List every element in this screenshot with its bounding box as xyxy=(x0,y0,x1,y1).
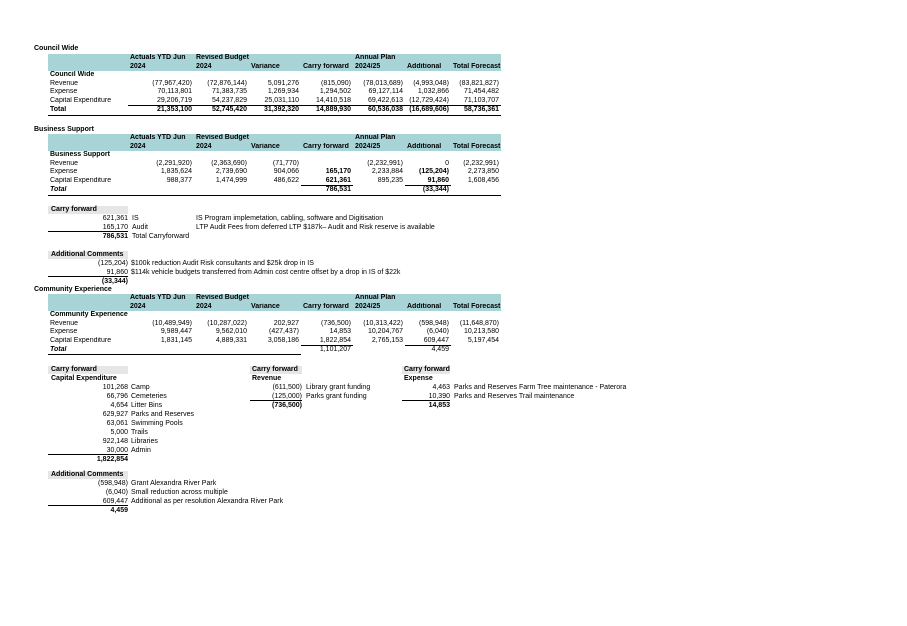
bs-cf-total-amount: 786,531 xyxy=(102,233,128,240)
header-annual-plan: Annual Plan xyxy=(353,54,405,63)
ce-rev-name: Library grant funding xyxy=(306,384,371,391)
ce-exp-name: Parks and Reserves Farm Tree maintenance… xyxy=(454,384,627,391)
business-support-title: Business Support xyxy=(34,126,94,133)
bs-comment-amount: (125,204) xyxy=(98,260,128,267)
header-revised-year: 2024 xyxy=(194,62,249,71)
table-row: Expense 70,113,801 71,383,735 1,269,934 … xyxy=(50,88,499,95)
ce-capex-amount: 66,796 xyxy=(106,393,128,400)
ce-capex-amount: 30,000 xyxy=(106,447,128,454)
ce-capex-name: Parks and Reserves xyxy=(131,411,195,418)
header-variance: Variance xyxy=(249,62,301,71)
ce-exp-amount: 10,390 xyxy=(428,393,450,400)
community-table: Actuals YTD Jun Revised Budget Annual Pl… xyxy=(48,294,501,355)
bs-comments-title: Additional Comments xyxy=(51,251,124,258)
header-row-1: Actuals YTD Jun Revised Budget Annual Pl… xyxy=(48,294,501,303)
ce-exp-amount: 4,463 xyxy=(432,384,450,391)
ce-cf-exp-title: Carry forward xyxy=(404,366,450,373)
table-row: Expense 9,989,447 9,562,010 (427,437) 14… xyxy=(50,328,499,335)
header-revised: Revised Budget xyxy=(194,54,249,63)
table-row: Revenue (10,489,949) (10,287,022) 202,92… xyxy=(50,319,499,327)
ce-rev-amount: (125,000) xyxy=(272,393,302,400)
council-wide-table: Actuals YTD Jun Revised Budget Annual Pl… xyxy=(48,54,501,116)
ce-capex-name: Cemeteries xyxy=(131,393,167,400)
ce-cf-rev-subtitle: Revenue xyxy=(252,375,282,382)
ce-cf-capex-title: Capital Expenditure xyxy=(51,375,117,382)
bs-cf-amount: 621,361 xyxy=(102,215,128,222)
header-annual-plan-year: 2024/25 xyxy=(353,62,405,71)
community-title: Community Experience xyxy=(34,286,112,293)
business-support-table: Actuals YTD Jun Revised Budget Annual Pl… xyxy=(48,134,501,196)
bs-cf-name: IS xyxy=(132,215,139,222)
total-row: Total 786,531 (33,344) xyxy=(48,185,501,196)
ce-capex-amount: 5,000 xyxy=(110,429,128,436)
header-row-1: Actuals YTD Jun Revised Budget Annual Pl… xyxy=(48,54,501,63)
ce-exp-total: 14,853 xyxy=(428,402,450,409)
ce-capex-total: 1,822,854 xyxy=(96,456,128,463)
header-row-2: 2024 2024 Variance Carry forward 2024/25… xyxy=(48,142,501,151)
ce-comment-amount: (6,040) xyxy=(105,489,128,496)
table-row: Capital Expenditure 988,377 1,474,999 48… xyxy=(50,176,499,184)
ce-cf-rev-title: Carry forward xyxy=(252,366,298,373)
bs-comments-total: (33,344) xyxy=(101,278,128,285)
ce-capex-amount: 63,061 xyxy=(106,420,128,427)
bs-cf-desc: IS Program implemetation, cabling, softw… xyxy=(196,215,384,222)
ce-capex-amount: 101,268 xyxy=(102,384,128,391)
total-row: Total 1,101,207 4,459 xyxy=(48,345,451,355)
bs-cf-desc: LTP Audit Fees from deferred LTP $187k– … xyxy=(196,224,435,231)
council-wide-title: Council Wide xyxy=(34,45,79,52)
ce-capex-amount: 629,927 xyxy=(102,411,128,418)
ce-cf-title: Carry forward xyxy=(51,366,97,373)
bs-cf-name: Audit xyxy=(132,224,148,231)
ce-capex-name: Libraries xyxy=(131,438,158,445)
ce-comment-text: Additional as per resolution Alexandra R… xyxy=(131,498,284,505)
table-row: Revenue (77,967,420) (72,876,144) 5,091,… xyxy=(50,79,499,87)
ce-comment-text: Small reduction across multiple xyxy=(131,489,228,496)
ce-comments-title: Additional Comments xyxy=(51,471,124,478)
bs-cf-amount: 165,170 xyxy=(102,224,128,231)
header-carry-forward: Carry forward xyxy=(301,62,353,71)
table-row: Capital Expenditure 1,831,145 4,889,331 … xyxy=(50,336,499,344)
header-total-forecast: Total Forecast xyxy=(451,62,501,71)
header-row-2: 2024 2024 Variance Carry forward 2024/25… xyxy=(48,302,501,311)
header-row-2: 2024 2024 Variance Carry forward 2024/25… xyxy=(48,62,501,71)
bs-cf-total-label: Total Carryforward xyxy=(132,233,190,240)
bs-comment-amount: 91,860 xyxy=(106,269,128,276)
ce-exp-name: Parks and Reserves Trail maintenance xyxy=(454,393,575,400)
bs-carry-forward-title: Carry forward xyxy=(51,206,97,213)
bs-comment-text: $100k reduction Audit Risk consultants a… xyxy=(131,260,314,267)
ce-comment-amount: (598,948) xyxy=(98,480,128,487)
ce-capex-name: Swimming Pools xyxy=(131,420,183,427)
ce-rev-amount: (611,500) xyxy=(272,384,302,391)
ce-cf-exp-subtitle: Expense xyxy=(404,375,433,382)
subheading-row: Community Experience xyxy=(50,311,128,318)
ce-rev-name: Parks grant funding xyxy=(306,393,367,400)
subheading-row: Business Support xyxy=(50,151,110,158)
table-row: Revenue (2,291,920) (2,363,690) (71,770)… xyxy=(50,159,499,167)
bs-comment-text: $114k vehicle budgets transferred from A… xyxy=(131,269,401,276)
ce-rev-total: (736,500) xyxy=(272,402,302,409)
ce-capex-amount: 4,654 xyxy=(110,402,128,409)
ce-capex-name: Litter Bins xyxy=(131,402,163,409)
ce-capex-name: Trails xyxy=(131,429,148,436)
ce-capex-amount: 922,148 xyxy=(102,438,128,445)
ce-capex-name: Admin xyxy=(131,447,151,454)
ce-capex-name: Camp xyxy=(131,384,150,391)
header-actuals: Actuals YTD Jun xyxy=(128,54,194,63)
ce-comment-text: Grant Alexandra River Park xyxy=(131,480,217,487)
subheading-row: Council Wide xyxy=(50,71,95,78)
header-additional: Additional xyxy=(405,62,451,71)
table-row: Capital Expenditure 29,206,719 54,237,82… xyxy=(50,96,499,104)
total-row: Total 21,353,100 52,745,420 31,392,320 1… xyxy=(48,105,501,116)
ce-comments-total: 4,459 xyxy=(110,507,128,514)
header-row-1: Actuals YTD Jun Revised Budget Annual Pl… xyxy=(48,134,501,143)
header-actuals-year: 2024 xyxy=(128,62,194,71)
table-row: Expense 1,835,624 2,739,690 904,066 165,… xyxy=(50,168,499,175)
ce-comment-amount: 609,447 xyxy=(102,498,128,505)
